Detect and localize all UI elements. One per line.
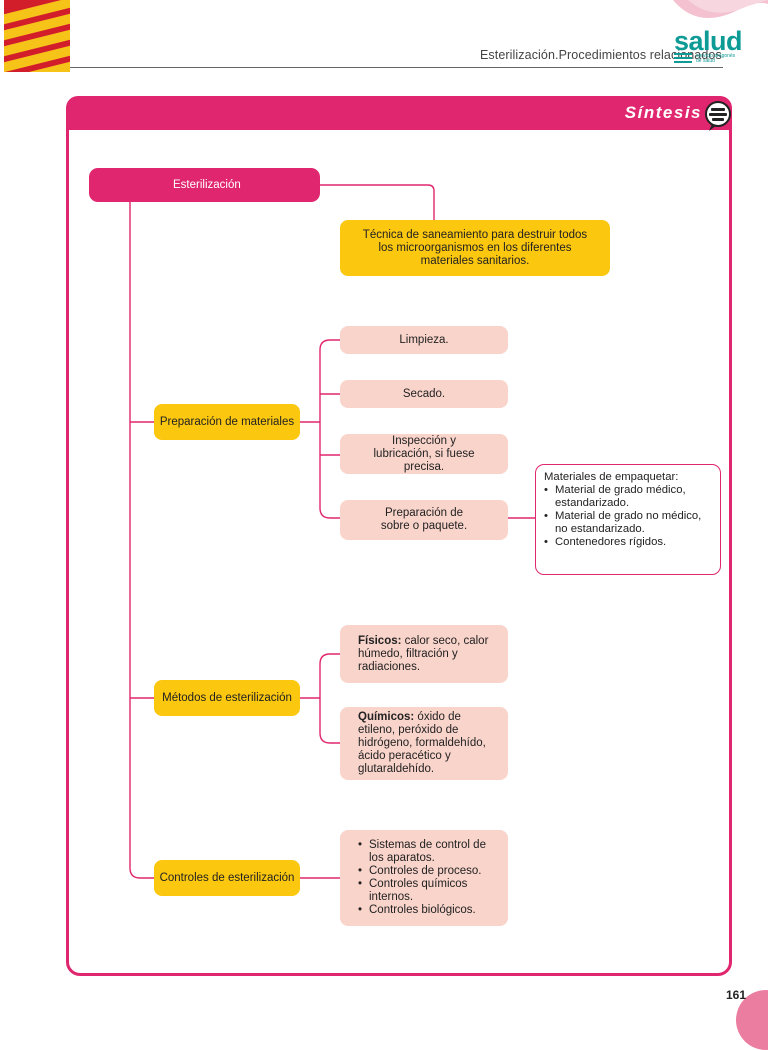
packaging-materials-box: Materiales de empaquetar: Material de gr… <box>535 464 721 575</box>
control-bullet: Controles biológicos. <box>358 904 490 917</box>
packaging-bullet: Material de grado no médico, no estandar… <box>544 510 712 536</box>
aragon-flag-logo <box>4 0 70 72</box>
item-text: calor seco, calor húmedo, filtración y r… <box>358 634 489 673</box>
control-bullet: Sistemas de control de los aparatos. <box>358 839 490 865</box>
root-node-label: Esterilización <box>173 178 241 191</box>
item-label: Limpieza. <box>399 333 449 346</box>
branch-label: Controles de esterilización <box>159 871 295 884</box>
item-text: óxido de etileno, peróxido de hidrógeno,… <box>358 711 486 775</box>
definition-text: Técnica de saneamiento para destruir tod… <box>362 228 588 267</box>
synthesis-frame <box>66 96 732 976</box>
header-decoration <box>673 0 768 18</box>
packaging-bullet: Contenedores rígidos. <box>544 536 712 549</box>
salud-logo-subtitle: servicio aragonés de salud <box>696 53 736 64</box>
concept-map-connectors <box>129 184 535 879</box>
item-quimicos: Químicos: óxido de etileno, peróxido de … <box>340 707 508 780</box>
branch-metodos: Métodos de esterilización <box>154 680 300 716</box>
branch-label: Métodos de esterilización <box>162 691 292 704</box>
root-node-esterilizacion: Esterilización <box>89 168 320 202</box>
item-label: Inspección y lubricación, si fuese preci… <box>373 434 475 473</box>
section-title: Síntesis <box>624 103 702 122</box>
definition-node: Técnica de saneamiento para destruir tod… <box>340 220 610 276</box>
salud-logo-word: salud <box>674 26 743 56</box>
item-label: Secado. <box>402 387 446 400</box>
item-limpieza: Limpieza. <box>340 326 508 354</box>
control-bullet: Controles químicos internos. <box>358 878 490 904</box>
branch-preparacion: Preparación de materiales <box>154 404 300 440</box>
item-bold: Químicos: <box>358 711 415 723</box>
branch-controles: Controles de esterilización <box>154 860 300 896</box>
header-divider <box>70 67 723 68</box>
control-bullet: Controles de proceso. <box>358 865 490 878</box>
item-label: Preparación de sobre o paquete. <box>380 507 468 532</box>
section-header-bar <box>66 96 732 130</box>
item-preparacion-sobre: Preparación de sobre o paquete. <box>340 500 508 540</box>
packaging-bullet: Material de grado médico, estandarizado. <box>544 484 712 510</box>
item-inspeccion: Inspección y lubricación, si fuese preci… <box>340 434 508 474</box>
header-title: Esterilización.Procedimientos relacionad… <box>480 48 722 62</box>
branch-label: Preparación de materiales <box>159 415 295 428</box>
packaging-title: Materiales de empaquetar: <box>544 471 679 483</box>
item-fisicos: Físicos: calor seco, calor húmedo, filtr… <box>340 625 508 683</box>
item-bold: Físicos: <box>358 634 402 647</box>
item-secado: Secado. <box>340 380 508 408</box>
page-number: 161 <box>726 988 747 1002</box>
speech-bubble-icon <box>705 101 731 131</box>
salud-logo: salud servicio aragonés de salud <box>672 26 743 66</box>
controls-list-box: Sistemas de control de los aparatos. Con… <box>340 830 508 926</box>
